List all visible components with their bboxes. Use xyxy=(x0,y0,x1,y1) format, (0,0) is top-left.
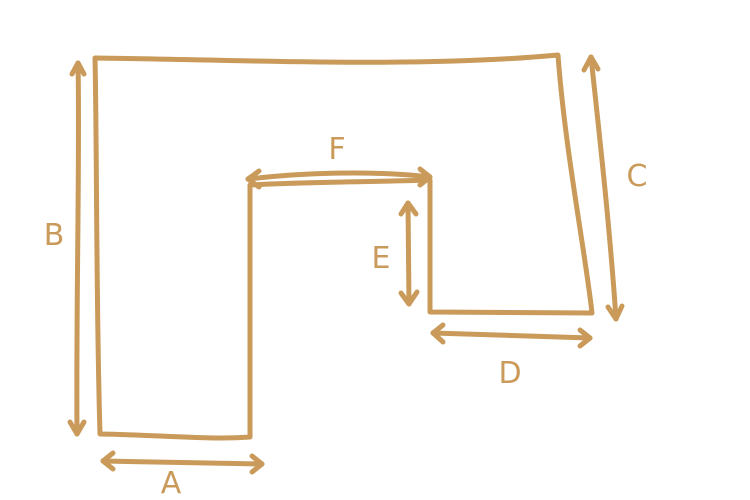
floor-plan-outline xyxy=(92,52,595,441)
label-f: F xyxy=(328,132,345,167)
label-d: D xyxy=(498,356,521,391)
dimension-c-arrow xyxy=(581,54,625,322)
dimension-d-arrow xyxy=(430,322,593,349)
label-c: C xyxy=(627,159,648,194)
dimension-e-arrow xyxy=(398,200,420,307)
label-a: A xyxy=(161,466,182,500)
label-e: E xyxy=(372,241,391,276)
dimension-b-arrow xyxy=(67,60,87,437)
dimension-f-arrow xyxy=(245,166,433,190)
dimension-a-arrow xyxy=(100,450,265,475)
label-b: B xyxy=(44,218,65,253)
